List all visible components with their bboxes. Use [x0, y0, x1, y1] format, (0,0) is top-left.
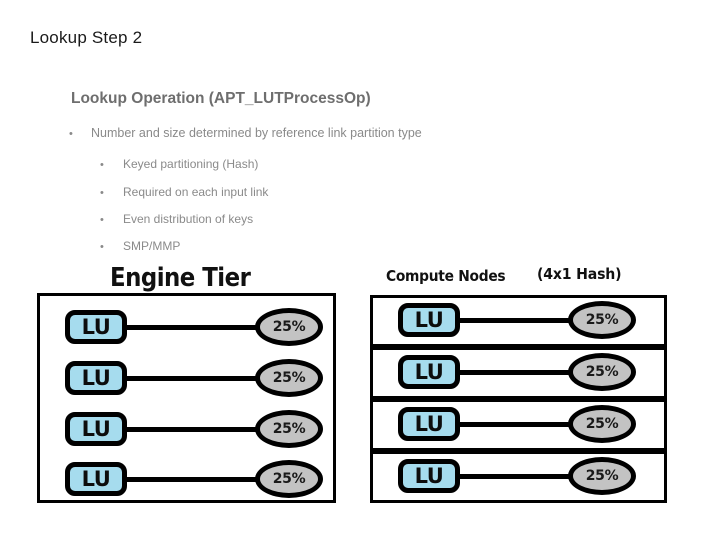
- compute-node-box: LU 25%: [370, 347, 667, 399]
- bullet-dot-icon: •: [100, 159, 104, 171]
- bullet-item: • Number and size determined by referenc…: [69, 126, 422, 140]
- partition-percent-badge: 25%: [255, 359, 323, 397]
- partition-percent-badge: 25%: [568, 301, 636, 339]
- partition-percent-badge: 25%: [255, 410, 323, 448]
- lookup-unit-node[interactable]: LU: [398, 355, 460, 389]
- compute-nodes-panel: LU 25% LU 25% LU 25% LU 25%: [370, 295, 667, 503]
- compute-nodes-heading: Compute Nodes: [386, 267, 506, 285]
- lookup-unit-node[interactable]: LU: [65, 462, 127, 496]
- reference-link-line: [125, 427, 277, 432]
- reference-link-line: [458, 474, 590, 479]
- partition-percent-badge: 25%: [568, 405, 636, 443]
- lookup-unit-node[interactable]: LU: [65, 412, 127, 446]
- reference-link-line: [458, 370, 590, 375]
- engine-tier-heading: Engine Tier: [110, 263, 251, 293]
- reference-link-line: [458, 422, 590, 427]
- lookup-unit-node[interactable]: LU: [65, 361, 127, 395]
- lookup-unit-node[interactable]: LU: [65, 310, 127, 344]
- bullet-text: Number and size determined by reference …: [91, 126, 422, 140]
- lookup-unit-node[interactable]: LU: [398, 303, 460, 337]
- compute-node-box: LU 25%: [370, 451, 667, 503]
- edge-watermark: [703, 455, 717, 525]
- partition-percent-badge: 25%: [255, 460, 323, 498]
- bullet-text: SMP/MMP: [123, 239, 181, 253]
- bullet-item: • Required on each input link: [100, 185, 268, 199]
- hash-partition-label: (4x1 Hash): [537, 265, 622, 283]
- compute-node-box: LU 25%: [370, 399, 667, 451]
- bullet-text: Keyed partitioning (Hash): [123, 157, 259, 171]
- lookup-unit-node[interactable]: LU: [398, 407, 460, 441]
- compute-node-box: LU 25%: [370, 295, 667, 347]
- page-title: Lookup Step 2: [30, 28, 143, 47]
- bullet-item: • Keyed partitioning (Hash): [100, 157, 258, 171]
- reference-link-line: [125, 325, 277, 330]
- bullet-item: • SMP/MMP: [100, 239, 180, 253]
- partition-percent-badge: 25%: [568, 353, 636, 391]
- reference-link-line: [125, 376, 277, 381]
- bullet-item: • Even distribution of keys: [100, 212, 253, 226]
- bullet-text: Even distribution of keys: [123, 212, 254, 226]
- engine-tier-panel: LU 25% LU 25% LU 25% LU 25%: [37, 293, 336, 503]
- bullet-dot-icon: •: [100, 214, 104, 226]
- bullet-dot-icon: •: [69, 128, 73, 140]
- reference-link-line: [125, 477, 277, 482]
- partition-percent-badge: 25%: [255, 308, 323, 346]
- reference-link-line: [458, 318, 590, 323]
- bullet-dot-icon: •: [100, 187, 104, 199]
- bullet-dot-icon: •: [100, 241, 104, 253]
- partition-percent-badge: 25%: [568, 457, 636, 495]
- bullet-text: Required on each input link: [123, 185, 269, 199]
- body-heading: Lookup Operation (APT_LUTProcessOp): [71, 90, 371, 107]
- lookup-unit-node[interactable]: LU: [398, 459, 460, 493]
